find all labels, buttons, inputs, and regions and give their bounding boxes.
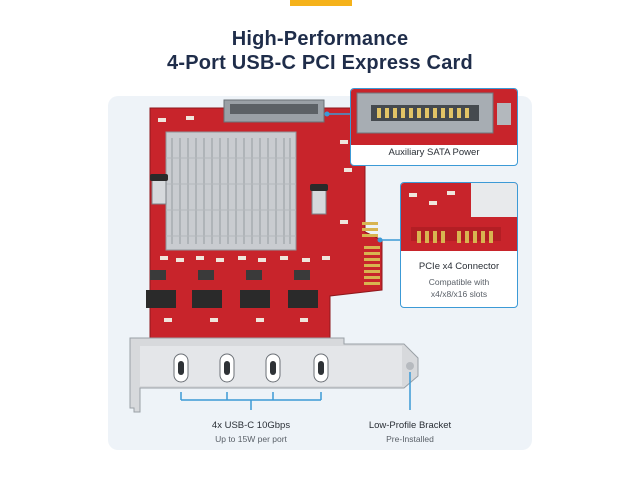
bracket-label-subtitle: Pre-Installed — [386, 434, 434, 444]
sata-connector-zoom-image — [351, 89, 517, 145]
pcie-callout-subcaption-2: x4/x8/x16 slots — [430, 289, 488, 299]
callout-pcie-connector: PCIe x4 Connector Compatible with x4/x8/… — [400, 182, 518, 308]
heatsink — [165, 131, 297, 251]
sata-callout-caption: Auxiliary SATA Power — [388, 147, 480, 158]
pcie-callout-subcaption-1: Compatible with — [428, 277, 490, 287]
page-title-line1: High-Performance — [231, 28, 409, 50]
callout-sata-power: Auxiliary SATA Power — [350, 88, 518, 166]
bracket-label-title: Low-Profile Bracket — [368, 420, 452, 431]
pcie-gold-fingers — [362, 222, 380, 285]
page-title-line2: 4-Port USB-C PCI Express Card — [167, 52, 473, 74]
usb-ports-label-title: 4x USB-C 10Gbps — [211, 420, 291, 431]
pcie-callout-caption: PCIe x4 Connector — [418, 261, 500, 272]
usb-ports-label: 4x USB-C 10Gbps Up to 15W per port — [176, 420, 326, 444]
bracket-label: Low-Profile Bracket Pre-Installed — [344, 420, 476, 444]
spring-screw-left — [150, 174, 168, 205]
usb-c-port-1 — [173, 353, 189, 383]
usb-ports-label-subtitle: Up to 15W per port — [215, 434, 287, 444]
controller-chips — [146, 290, 318, 308]
pcie-connector-zoom-image — [401, 183, 517, 251]
spring-screw-right — [310, 184, 328, 215]
usb-c-port-4 — [313, 353, 329, 383]
usb-c-port-3 — [265, 353, 281, 383]
usb-c-ports — [173, 353, 329, 383]
usb-c-port-2 — [219, 353, 235, 383]
top-accent-bar — [290, 0, 352, 6]
